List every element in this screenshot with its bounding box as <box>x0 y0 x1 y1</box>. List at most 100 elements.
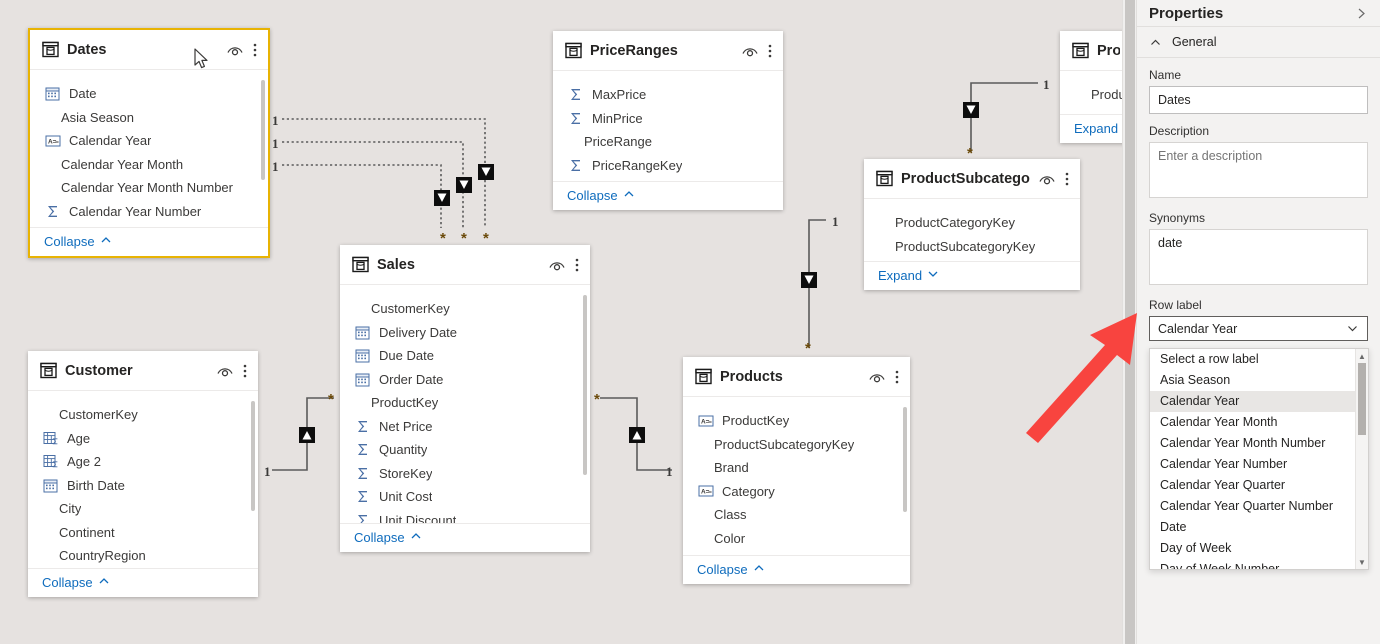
table-fields-products[interactable]: A=ProductKeyProductSubcategoryKeyBrandA=… <box>683 397 910 555</box>
field-row[interactable]: Asia Season <box>30 106 268 130</box>
table-card-products[interactable]: ProductsA=ProductKeyProductSubcategoryKe… <box>683 357 910 584</box>
table-header-product[interactable]: Produ <box>1060 31 1122 71</box>
row-label-combobox[interactable]: Calendar Year <box>1149 316 1368 341</box>
table-fields-sales[interactable]: CustomerKeyDelivery DateDue DateOrder Da… <box>340 285 590 523</box>
field-row[interactable]: PriceRangeKey <box>553 154 783 178</box>
description-textarea[interactable] <box>1149 142 1368 198</box>
hide-eye-icon[interactable] <box>226 42 244 58</box>
field-row[interactable]: CountryRegion <box>28 544 258 568</box>
table-header-products[interactable]: Products <box>683 357 910 397</box>
hide-eye-icon[interactable] <box>741 43 759 59</box>
more-options-icon[interactable] <box>242 362 248 380</box>
expand-collapse-link[interactable]: Collapse <box>567 188 635 203</box>
dropdown-scrollbar[interactable]: ▲ ▼ <box>1355 349 1368 569</box>
card-scrollbar-thumb[interactable] <box>583 295 587 475</box>
field-row[interactable]: Unit Cost <box>340 485 590 509</box>
table-fields-dates[interactable]: DateAsia SeasonA=Calendar YearCalendar Y… <box>30 70 268 227</box>
expand-collapse-link[interactable]: Collapse <box>44 234 112 249</box>
hide-eye-icon[interactable] <box>216 363 234 379</box>
field-row[interactable]: Color <box>683 527 910 551</box>
expand-collapse-link[interactable]: Expand <box>1074 121 1122 136</box>
field-row[interactable]: MinPrice <box>553 107 783 131</box>
field-row[interactable]: CustomerKey <box>28 403 258 427</box>
row-label-option[interactable]: Calendar Year <box>1150 391 1356 412</box>
canvas-vertical-scrollbar[interactable] <box>1122 0 1137 644</box>
hide-eye-icon[interactable] <box>1038 171 1056 187</box>
more-options-icon[interactable] <box>1064 170 1070 188</box>
model-canvas[interactable]: 1111111******* DatesDateAsia SeasonA=Cal… <box>0 0 1122 644</box>
chevron-up-icon[interactable] <box>1149 36 1162 49</box>
expand-collapse-link[interactable]: Expand <box>878 268 939 283</box>
card-scrollbar-thumb[interactable] <box>251 401 255 511</box>
field-row[interactable]: ProductCategoryKey <box>864 211 1080 235</box>
field-row[interactable]: Birth Date <box>28 474 258 498</box>
table-header-customer[interactable]: Customer <box>28 351 258 391</box>
scroll-down-arrow-icon[interactable]: ▼ <box>1356 556 1368 568</box>
table-header-productsubcategory[interactable]: ProductSubcategory <box>864 159 1080 199</box>
field-row[interactable]: A=ProductKey <box>683 409 910 433</box>
field-row[interactable]: A=Calendar Year <box>30 129 268 153</box>
expand-collapse-link[interactable]: Collapse <box>42 575 110 590</box>
row-label-option[interactable]: Calendar Year Quarter Number <box>1150 496 1356 517</box>
table-fields-customer[interactable]: CustomerKeyAgeAge 2Birth DateCityContine… <box>28 391 258 568</box>
more-options-icon[interactable] <box>574 256 580 274</box>
scroll-up-arrow-icon[interactable]: ▲ <box>1356 350 1368 362</box>
field-row[interactable]: ProductSubcategoryKey <box>683 433 910 457</box>
more-options-icon[interactable] <box>252 41 258 59</box>
field-row[interactable]: Brand <box>683 456 910 480</box>
row-label-option[interactable]: Calendar Year Number <box>1150 454 1356 475</box>
table-card-sales[interactable]: SalesCustomerKeyDelivery DateDue DateOrd… <box>340 245 590 552</box>
more-options-icon[interactable] <box>767 42 773 60</box>
field-row[interactable]: Continent <box>28 521 258 545</box>
field-row[interactable]: PriceRange <box>553 130 783 154</box>
table-fields-product[interactable]: Produ <box>1060 71 1122 114</box>
table-card-customer[interactable]: CustomerCustomerKeyAgeAge 2Birth DateCit… <box>28 351 258 597</box>
field-row[interactable]: Produ <box>1060 83 1122 107</box>
table-header-sales[interactable]: Sales <box>340 245 590 285</box>
row-label-option[interactable]: Select a row label <box>1150 349 1356 370</box>
row-label-option[interactable]: Calendar Year Month Number <box>1150 433 1356 454</box>
row-label-option[interactable]: Day of Week Number <box>1150 559 1356 570</box>
dropdown-scrollbar-thumb[interactable] <box>1358 363 1366 435</box>
card-scrollbar-thumb[interactable] <box>903 407 907 512</box>
field-row[interactable]: Net Price <box>340 415 590 439</box>
table-card-productsubcategory[interactable]: ProductSubcategoryProductCategoryKeyProd… <box>864 159 1080 290</box>
synonyms-textarea[interactable]: date <box>1149 229 1368 285</box>
canvas-scrollbar-thumb[interactable] <box>1125 0 1135 644</box>
field-row[interactable]: MaxPrice <box>553 83 783 107</box>
field-row[interactable]: Class <box>683 503 910 527</box>
table-header-priceranges[interactable]: PriceRanges <box>553 31 783 71</box>
field-row[interactable]: Unit Discount <box>340 509 590 524</box>
field-row[interactable]: Age <box>28 427 258 451</box>
card-scrollbar-thumb[interactable] <box>261 80 265 180</box>
row-label-dropdown-list[interactable]: Select a row labelAsia SeasonCalendar Ye… <box>1149 348 1369 570</box>
row-label-option[interactable]: Asia Season <box>1150 370 1356 391</box>
field-row[interactable]: Calendar Year Number <box>30 200 268 224</box>
table-fields-productsubcategory[interactable]: ProductCategoryKeyProductSubcategoryKey <box>864 199 1080 261</box>
row-label-option[interactable]: Date <box>1150 517 1356 538</box>
field-row[interactable]: A=Category <box>683 480 910 504</box>
table-header-dates[interactable]: Dates <box>30 30 268 70</box>
hide-eye-icon[interactable] <box>868 369 886 385</box>
expand-collapse-link[interactable]: Collapse <box>697 562 765 577</box>
field-row[interactable]: Calendar Year Month <box>30 153 268 177</box>
field-row[interactable]: ProductSubcategoryKey <box>864 235 1080 259</box>
general-section-header[interactable]: General <box>1137 27 1380 57</box>
expand-collapse-link[interactable]: Collapse <box>354 530 422 545</box>
field-row[interactable]: Delivery Date <box>340 321 590 345</box>
field-row[interactable]: Date <box>30 82 268 106</box>
more-options-icon[interactable] <box>894 368 900 386</box>
table-card-priceranges[interactable]: PriceRangesMaxPriceMinPricePriceRangePri… <box>553 31 783 210</box>
field-row[interactable]: Age 2 <box>28 450 258 474</box>
field-row[interactable]: CustomerKey <box>340 297 590 321</box>
name-input[interactable] <box>1149 86 1368 114</box>
row-label-option[interactable]: Day of Week <box>1150 538 1356 559</box>
field-row[interactable]: Quantity <box>340 438 590 462</box>
table-card-dates[interactable]: DatesDateAsia SeasonA=Calendar YearCalen… <box>28 28 270 258</box>
field-row[interactable]: Order Date <box>340 368 590 392</box>
field-row[interactable]: Due Date <box>340 344 590 368</box>
row-label-option[interactable]: Calendar Year Quarter <box>1150 475 1356 496</box>
hide-eye-icon[interactable] <box>548 257 566 273</box>
chevron-right-icon[interactable] <box>1355 7 1368 20</box>
field-row[interactable]: City <box>28 497 258 521</box>
